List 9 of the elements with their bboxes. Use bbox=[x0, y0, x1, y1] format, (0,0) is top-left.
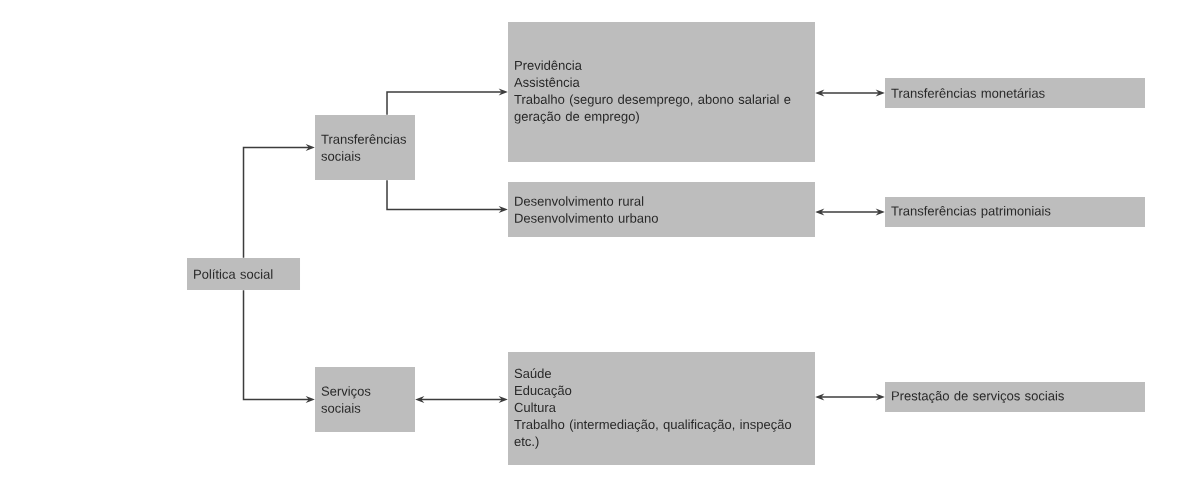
category-box: Transferências sociais bbox=[315, 115, 415, 180]
category-box: Serviços sociais bbox=[315, 367, 415, 432]
list-box: Saúde Educação Cultura Trabalho (intermediação, qualificação, inspeção etc.) bbox=[508, 352, 815, 465]
result-box: Transferências monetárias bbox=[885, 78, 1145, 108]
result-box: Transferências patrimoniais bbox=[885, 197, 1145, 227]
list-box: Desenvolvimento rural Desenvolvimento urbano bbox=[508, 182, 815, 237]
result-box: Prestação de serviços sociais bbox=[885, 382, 1145, 412]
root-box: Política social bbox=[187, 258, 300, 290]
list-box: Previdência Assistência Trabalho (seguro desemprego, abono salarial e geração de emprego) bbox=[508, 22, 815, 162]
